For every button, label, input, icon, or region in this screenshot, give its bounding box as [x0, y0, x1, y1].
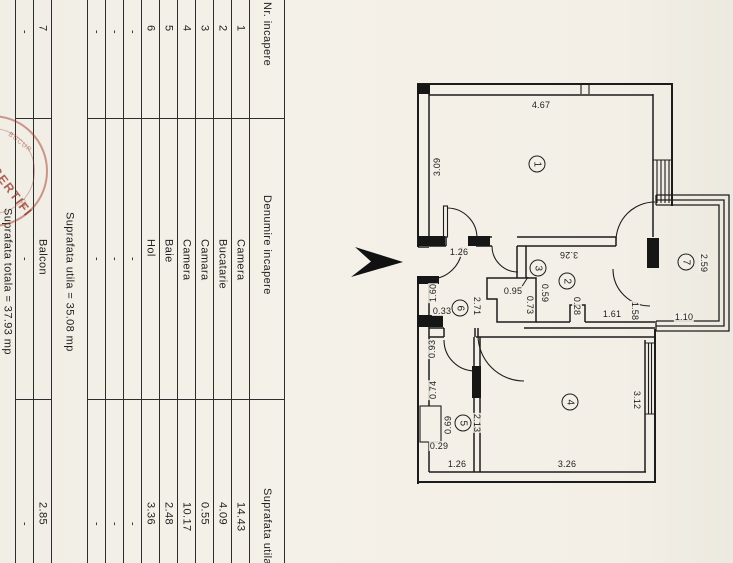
cell-name: Camara [198, 239, 211, 281]
dim-label: 2.59 [699, 252, 709, 274]
table-col-dash: - - - [124, 0, 142, 563]
dim-label: 3.12 [632, 389, 642, 411]
dim-label: 1.61 [601, 309, 623, 319]
room-number-badge: 4 [561, 393, 579, 411]
table-col-subtotal: Suprafata utila = 35.08 mp [52, 0, 88, 563]
header-nr-incapere: Nr. incapere [261, 2, 273, 67]
room-number: 1 [531, 161, 543, 167]
cell-area: 2.85 [36, 502, 49, 526]
interior-wall-faces [418, 94, 655, 473]
cell-name: - [108, 257, 121, 262]
table-col-row6: 6 Hol 3.36 [142, 0, 160, 563]
cell-area: - [126, 522, 139, 527]
cell-nr: - [18, 30, 31, 35]
total-cell: Suprafata totala = 37.93 mp [1, 208, 14, 355]
cell-area: 4.09 [216, 502, 229, 526]
dim-label: 2.13 [472, 412, 482, 434]
table-col-headers: Nr. incapere Denumire incapere Suprafata… [250, 0, 285, 563]
door-leaf [442, 205, 449, 238]
table-col-total: Suprafata totala = 37.93 mp [0, 0, 16, 563]
cell-nr: 1 [234, 25, 247, 32]
cell-name: Balcon [36, 239, 49, 276]
exterior-walls [417, 83, 673, 484]
room-number-badge: 6 [451, 299, 469, 317]
dim-label: 1.26 [446, 459, 468, 469]
cell-area: - [108, 522, 121, 527]
dim-label: 0.73 [525, 294, 535, 316]
dim-label: 0.93 [427, 338, 437, 360]
dim-label: 3.09 [432, 156, 442, 178]
room-number: 4 [564, 399, 576, 405]
cell-name: Camera [180, 239, 193, 281]
cell-area: 10.17 [180, 502, 193, 532]
table-col-dash: - - - [16, 0, 34, 563]
table-col-row3: 3 Camara 0.55 [196, 0, 214, 563]
dim-label: 0.29 [428, 441, 450, 451]
header-denumire-incapere: Denumire incapere [261, 195, 273, 295]
room-number: 7 [680, 259, 692, 265]
cell-nr: - [108, 30, 121, 35]
cell-nr: 7 [36, 25, 49, 32]
dim-label: 4.67 [530, 100, 552, 110]
header-suprafata-utila: Suprafata utila [261, 488, 273, 563]
dim-label: 0.28 [572, 295, 582, 317]
cell-nr: 5 [162, 25, 175, 32]
dim-label: 1.58 [630, 300, 640, 322]
window-lines [580, 84, 672, 415]
table-col-row7: 7 Balcon 2.85 [34, 0, 52, 563]
cell-area: 14.43 [234, 502, 247, 532]
cell-area: 3.36 [144, 502, 157, 526]
cell-nr: - [126, 30, 139, 35]
cell-nr: 2 [216, 25, 229, 32]
wall-fill-stubs [417, 84, 659, 398]
bathtub [419, 405, 442, 443]
entrance-arrow-icon [351, 247, 403, 277]
dim-label: 2.71 [472, 295, 482, 317]
table-col-row4: 4 Camera 10.17 [178, 0, 196, 563]
dim-label: 0.69 [443, 414, 453, 436]
table-col-row5: 5 Baie 2.48 [160, 0, 178, 563]
cell-nr: 6 [144, 25, 157, 32]
dim-label: 3.26 [556, 459, 578, 469]
cell-name: Bucatarie [216, 239, 229, 290]
cell-name: Camera [234, 239, 247, 281]
window-room1 [653, 159, 672, 203]
dim-label: 0.74 [428, 379, 438, 401]
dim-label: 1.26 [448, 247, 470, 257]
cell-area: - [90, 522, 103, 527]
table-col-dash: - - - [88, 0, 106, 563]
window-room4 [645, 342, 655, 415]
room-number-badge: 2 [558, 272, 576, 290]
table-col-row2: 2 Bucatarie 4.09 [214, 0, 232, 563]
room-number-badge: 3 [529, 259, 547, 277]
dim-label: 0.59 [540, 282, 550, 304]
room-number-badge: 7 [677, 253, 695, 271]
cell-nr: 3 [198, 25, 211, 32]
cell-area: - [18, 522, 31, 527]
room-number-badge: 5 [454, 414, 472, 432]
cell-name: - [18, 257, 31, 262]
table-col-row1: 1 Camera 14.43 [232, 0, 250, 563]
cell-area: 2.48 [162, 502, 175, 526]
dim-label: 0.33 [431, 306, 453, 316]
cell-nr: 4 [180, 25, 193, 32]
dim-label: 0.95 [502, 286, 524, 296]
cell-nr: - [90, 30, 103, 35]
cell-name: Baie [162, 239, 175, 263]
table-col-dash: - - - [106, 0, 124, 563]
room-number: 2 [561, 278, 573, 284]
room-number: 6 [454, 305, 466, 311]
cell-name: - [126, 257, 139, 262]
cell-name: Hol [144, 239, 157, 257]
room-number-badge: 1 [528, 155, 546, 173]
dim-label: 3.26 [558, 250, 580, 260]
room-number: 5 [457, 420, 469, 426]
dim-label: 1.10 [673, 312, 695, 322]
dim-label: 1.60 [428, 282, 438, 304]
room-area-table: Suprafata totala = 37.93 mp - - - 7 Balc… [0, 0, 285, 563]
room-number: 3 [532, 265, 544, 271]
subtotal-cell: Suprafata utila = 35.08 mp [63, 211, 76, 352]
cell-area: 0.55 [198, 502, 211, 526]
cell-name: - [90, 257, 103, 262]
